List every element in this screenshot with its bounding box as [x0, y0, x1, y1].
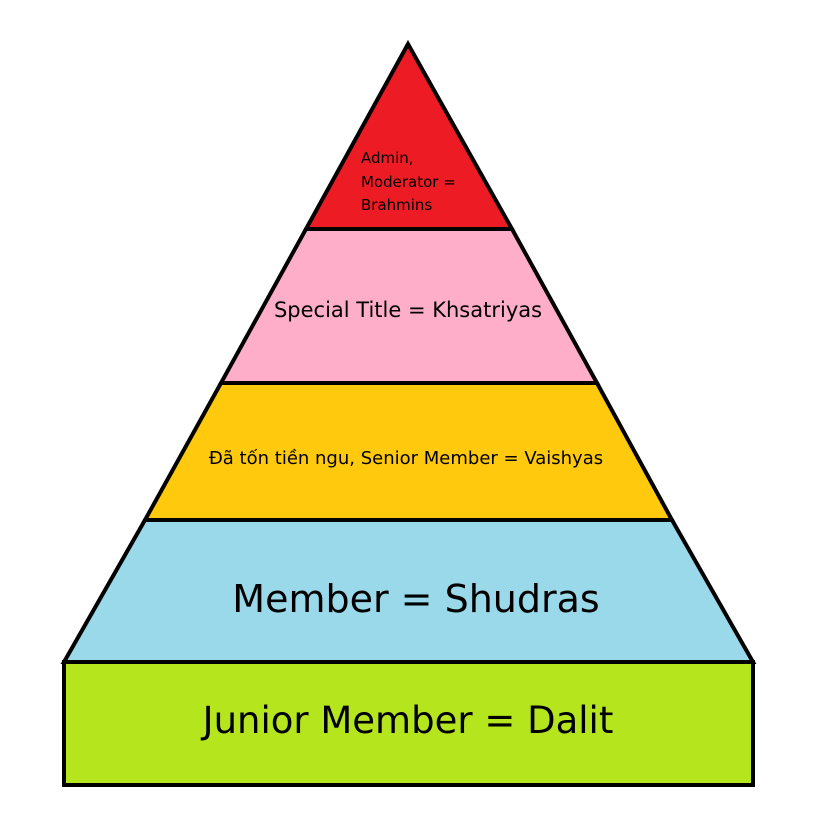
tier-khsatriyas: Special Title = Khsatriyas	[217, 227, 601, 385]
tier-vaishyas: Đã tốn tiền ngu, Senior Member = Vaishya…	[141, 381, 676, 522]
tier-shudras: Member = Shudras	[60, 518, 757, 664]
tier-khsatriyas-label: Special Title = Khsatriyas	[274, 298, 542, 322]
tier-dalit: Junior Member = Dalit	[62, 660, 755, 787]
tier-brahmins-label: Admin, Moderator = Brahmins	[361, 149, 461, 214]
tier-dalit-shape	[62, 660, 755, 787]
tier-brahmins-line-3: Brahmins	[361, 196, 432, 214]
tier-brahmins: Admin, Moderator = Brahmins	[302, 39, 516, 231]
tier-vaishyas-label: Đã tốn tiền ngu, Senior Member = Vaishya…	[209, 448, 603, 469]
tier-dalit-label: Junior Member = Dalit	[201, 699, 614, 742]
tier-shudras-label: Member = Shudras	[232, 577, 599, 621]
tier-brahmins-line-2: Moderator =	[361, 173, 456, 191]
tier-brahmins-line-1: Admin,	[361, 149, 414, 167]
